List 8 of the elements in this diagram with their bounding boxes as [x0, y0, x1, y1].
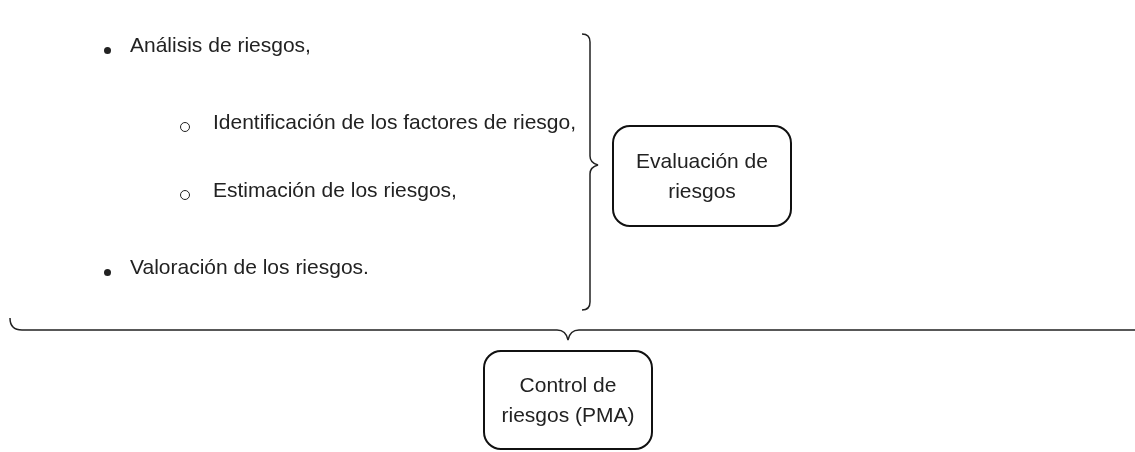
list-item: Estimación de los riesgos,: [213, 178, 457, 202]
list-item: Valoración de los riesgos.: [130, 255, 369, 279]
list-item: Análisis de riesgos,: [130, 33, 311, 57]
box-label: Evaluación de riesgos: [635, 147, 769, 204]
list-item: Identificación de los factores de riesgo,: [213, 110, 577, 134]
rounded-box: [612, 125, 792, 227]
rounded-box: [483, 350, 653, 450]
box-label: Control de riesgos (PMA): [500, 371, 636, 428]
